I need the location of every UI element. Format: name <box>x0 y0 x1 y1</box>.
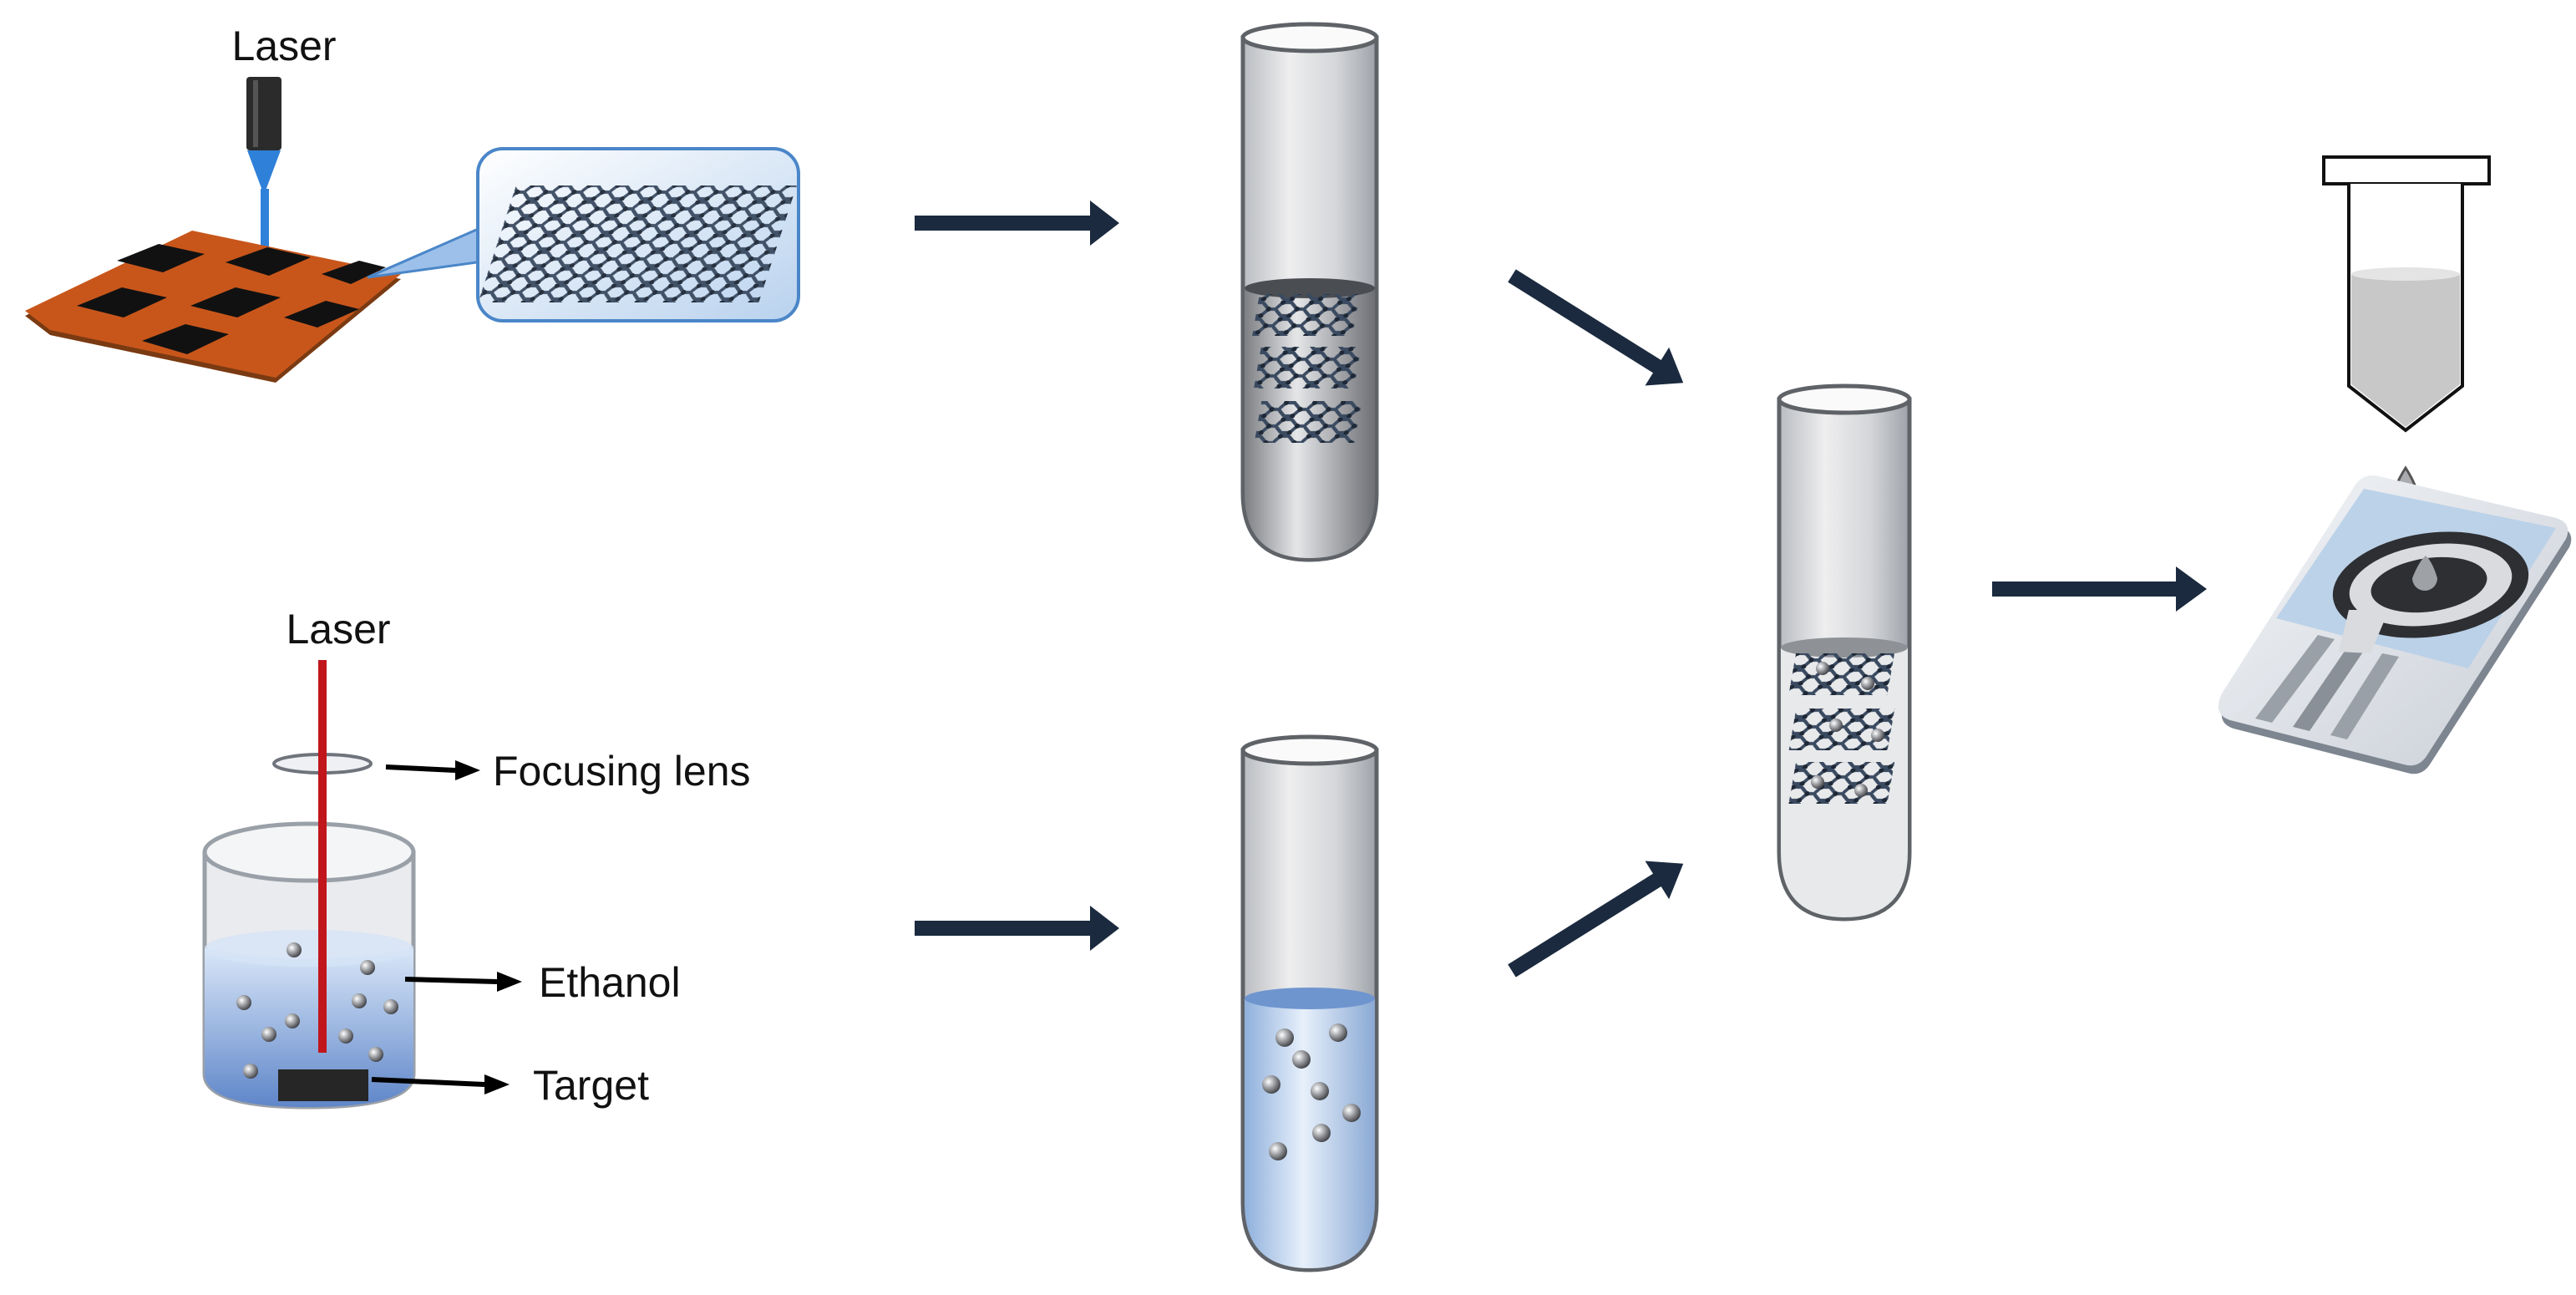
arrow-up-right <box>1508 861 1684 978</box>
process-arrows <box>915 201 2207 978</box>
screen-printed-electrode-icon <box>2218 475 2572 774</box>
test-tube-icon <box>1777 383 1912 922</box>
laser-scribing-setup: Laser <box>25 23 800 383</box>
test-tube-icon <box>1240 734 1379 1272</box>
laser-ablation-setup: Laser <box>202 606 751 1110</box>
pipette-tube-icon <box>2322 155 2491 510</box>
nanoparticles <box>236 942 398 1079</box>
polyimide-substrate <box>25 231 401 383</box>
beaker <box>202 821 416 1110</box>
ethanol-label: Ethanol <box>539 959 681 1006</box>
graphene-nanoparticle-composite <box>1788 653 1895 804</box>
graphene-flakes <box>1252 294 1362 443</box>
target-label: Target <box>533 1062 649 1109</box>
test-tube-icon <box>1240 22 1379 562</box>
focusing-lens-label: Focusing lens <box>493 748 751 795</box>
nanoparticles <box>1262 1023 1361 1160</box>
nanoparticle-colloid <box>1245 998 1375 1268</box>
graphene-lattice-icon <box>478 185 797 302</box>
laser-head-icon <box>246 77 281 259</box>
graphene-zoom-callout <box>367 147 800 322</box>
arrow-right-top <box>915 201 1119 246</box>
arrow-right-final <box>1992 566 2207 612</box>
arrow-down-right <box>1508 269 1684 386</box>
laser-bottom-label: Laser <box>286 606 390 653</box>
red-laser-beam <box>318 660 327 1053</box>
target-block <box>278 1069 368 1101</box>
laser-top-label: Laser <box>231 23 336 69</box>
electrode-tracks <box>2255 635 2399 739</box>
arrow-right-bottom <box>915 906 1119 951</box>
label-pointers <box>371 760 522 1094</box>
